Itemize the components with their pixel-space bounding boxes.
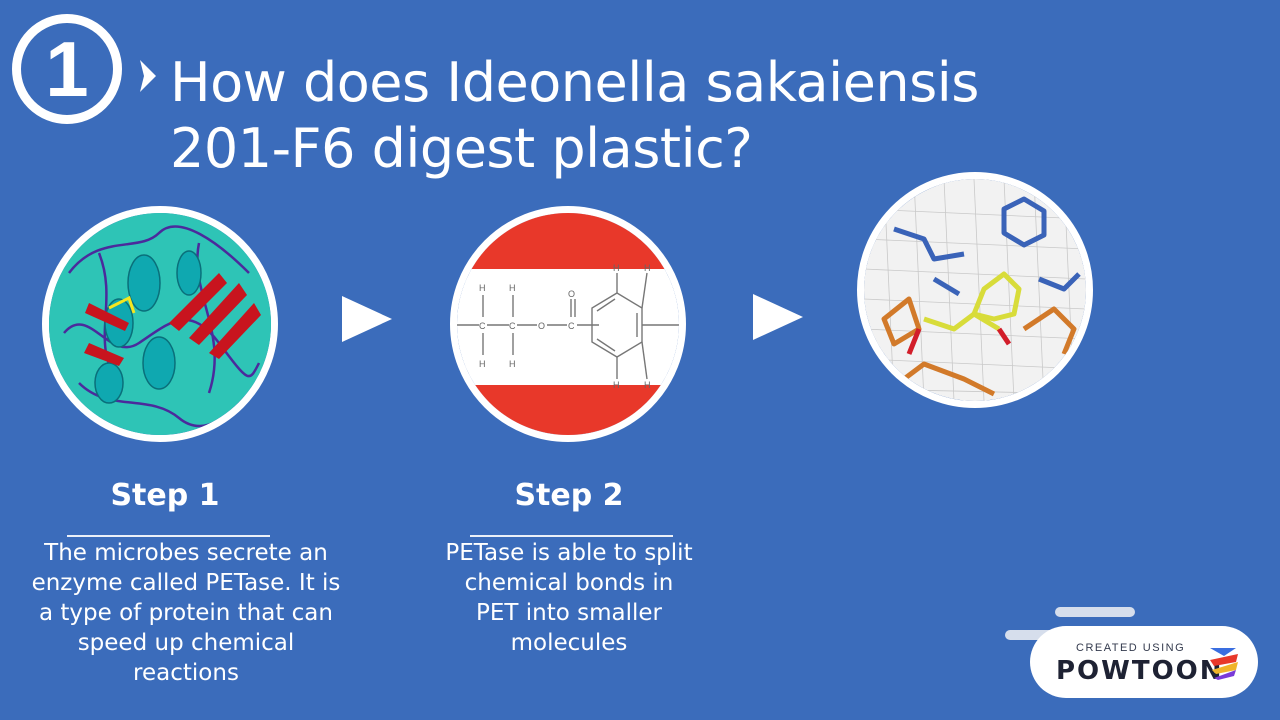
- svg-text:H: H: [479, 283, 486, 293]
- slide-number: 1: [45, 24, 89, 113]
- step-2-description: PETase is able to split chemical bonds i…: [445, 540, 693, 656]
- step-2-title: Step 2: [514, 478, 624, 513]
- svg-text:H: H: [613, 380, 620, 390]
- svg-text:H: H: [644, 263, 651, 273]
- svg-text:H: H: [613, 263, 620, 273]
- watermark-decor-bar: [1055, 607, 1135, 617]
- svg-text:H: H: [509, 359, 516, 369]
- slide-title: How does Ideonella sakaiensis 201-F6 dig…: [170, 51, 979, 180]
- watermark-created-label: CREATED USING: [1076, 642, 1186, 654]
- svg-text:O: O: [538, 321, 545, 331]
- protein-structure-image: [42, 206, 278, 442]
- play-arrow-icon: [753, 294, 803, 340]
- step-1-description: The microbes secrete an enzyme called PE…: [31, 540, 341, 686]
- powtoon-logo-icon: [1210, 648, 1238, 680]
- enzyme-active-site-image: [857, 172, 1093, 408]
- svg-text:H: H: [644, 380, 651, 390]
- svg-text:C: C: [479, 321, 486, 331]
- slide-number-badge: 1: [12, 14, 122, 124]
- chevron-right-icon: [140, 60, 156, 92]
- svg-text:H: H: [479, 359, 486, 369]
- step-2-divider: [470, 535, 673, 537]
- pet-molecule-image: H H H H C C O C O H H H H: [450, 206, 686, 442]
- svg-text:O: O: [568, 289, 575, 299]
- watermark-brand: POWTOON: [1056, 656, 1224, 686]
- step-1-title: Step 1: [110, 478, 220, 513]
- svg-text:H: H: [509, 283, 516, 293]
- svg-text:C: C: [568, 321, 575, 331]
- svg-text:C: C: [509, 321, 516, 331]
- step-1-divider: [67, 535, 270, 537]
- powtoon-watermark[interactable]: CREATED USING POWTOON: [1030, 626, 1258, 698]
- play-arrow-icon: [342, 296, 392, 342]
